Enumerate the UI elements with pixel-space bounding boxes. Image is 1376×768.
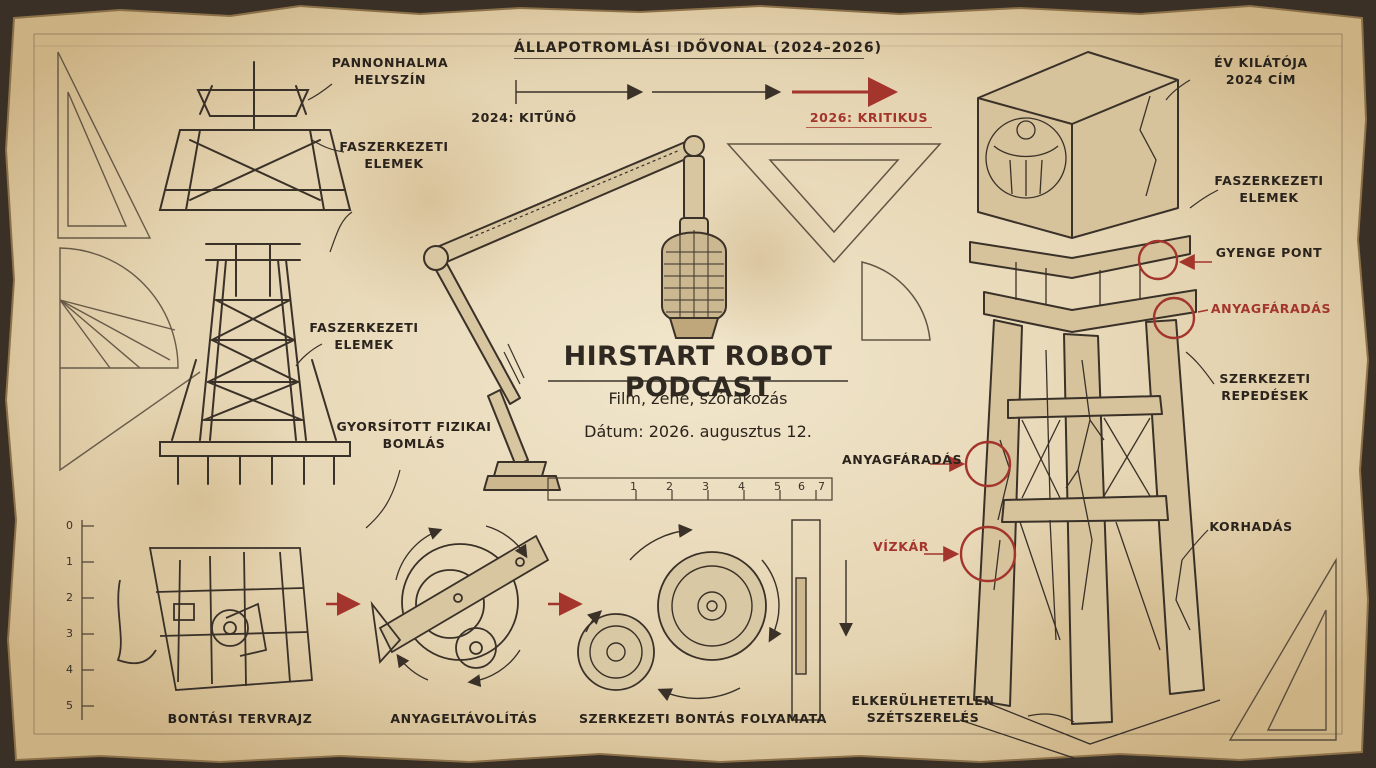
award-label: ÉV KILÁTÓJA 2024 CÍM [1214, 55, 1308, 87]
inevitable-disassembly-label: ELKERÜLHETETLEN SZÉTSZERELÉS [851, 693, 995, 725]
ruler-tick: 6 [798, 480, 805, 493]
ruler-tick: 1 [66, 555, 73, 568]
material-fatigue-label-top: ANYAGFÁRADÁS [1210, 301, 1332, 316]
ruler-tick: 7 [818, 480, 825, 493]
ruler-tick: 2 [666, 480, 673, 493]
podcast-subtitle: Film, zene, szórakozás [608, 389, 788, 408]
timeline-title: ÁLLAPOTROMLÁSI IDŐVONAL (2024–2026) [514, 40, 881, 59]
process-step-3-label: SZERKEZETI BONTÁS FOLYAMATA [578, 711, 828, 726]
ruler-tick: 3 [66, 627, 73, 640]
timeline-start-text: 2024: KITŰNŐ [471, 110, 577, 125]
timeline-start-label: 2024: KITŰNŐ [464, 109, 584, 126]
title-underline [548, 380, 848, 382]
timeline-title-text: ÁLLAPOTROMLÁSI IDŐVONAL (2024–2026) [514, 40, 883, 56]
process-step-2-label: ANYAGELTÁVOLÍTÁS [390, 711, 538, 726]
timeline-end-text: 2026: KRITIKUS [809, 110, 929, 125]
wood-elements-label-right: FASZERKEZETI ELEMEK [1214, 173, 1324, 205]
ruler-tick: 3 [702, 480, 709, 493]
process-step-1-label: BONTÁSI TERVRAJZ [167, 711, 313, 726]
wood-elements-label-left-2: FASZERKEZETI ELEMEK [309, 320, 419, 352]
timeline-end-label: 2026: KRITIKUS [806, 109, 932, 128]
wood-elements-label-left-1: FASZERKEZETI ELEMEK [339, 139, 449, 171]
podcast-title: HIRSTART ROBOT PODCAST [563, 341, 833, 403]
location-label: PANNONHALMA HELYSZÍN [331, 55, 449, 87]
ruler-tick: 4 [66, 663, 73, 676]
ruler-tick: 1 [630, 480, 637, 493]
ruler-tick: 5 [774, 480, 781, 493]
ruler-tick: 0 [66, 519, 73, 532]
ruler-tick: 5 [66, 699, 73, 712]
accelerated-decay-label: GYORSÍTOTT FIZIKAI BOMLÁS [336, 419, 492, 451]
structural-cracks-label: SZERKEZETI REPEDÉSEK [1219, 371, 1311, 403]
rot-label: KORHADÁS [1209, 519, 1293, 534]
weak-point-label: GYENGE PONT [1215, 245, 1323, 260]
podcast-date: Dátum: 2026. augusztus 12. [584, 422, 812, 441]
water-damage-label: VÍZKÁR [873, 539, 929, 554]
ruler-tick: 2 [66, 591, 73, 604]
material-fatigue-label-left: ANYAGFÁRADÁS [842, 452, 963, 467]
ruler-tick: 4 [738, 480, 745, 493]
